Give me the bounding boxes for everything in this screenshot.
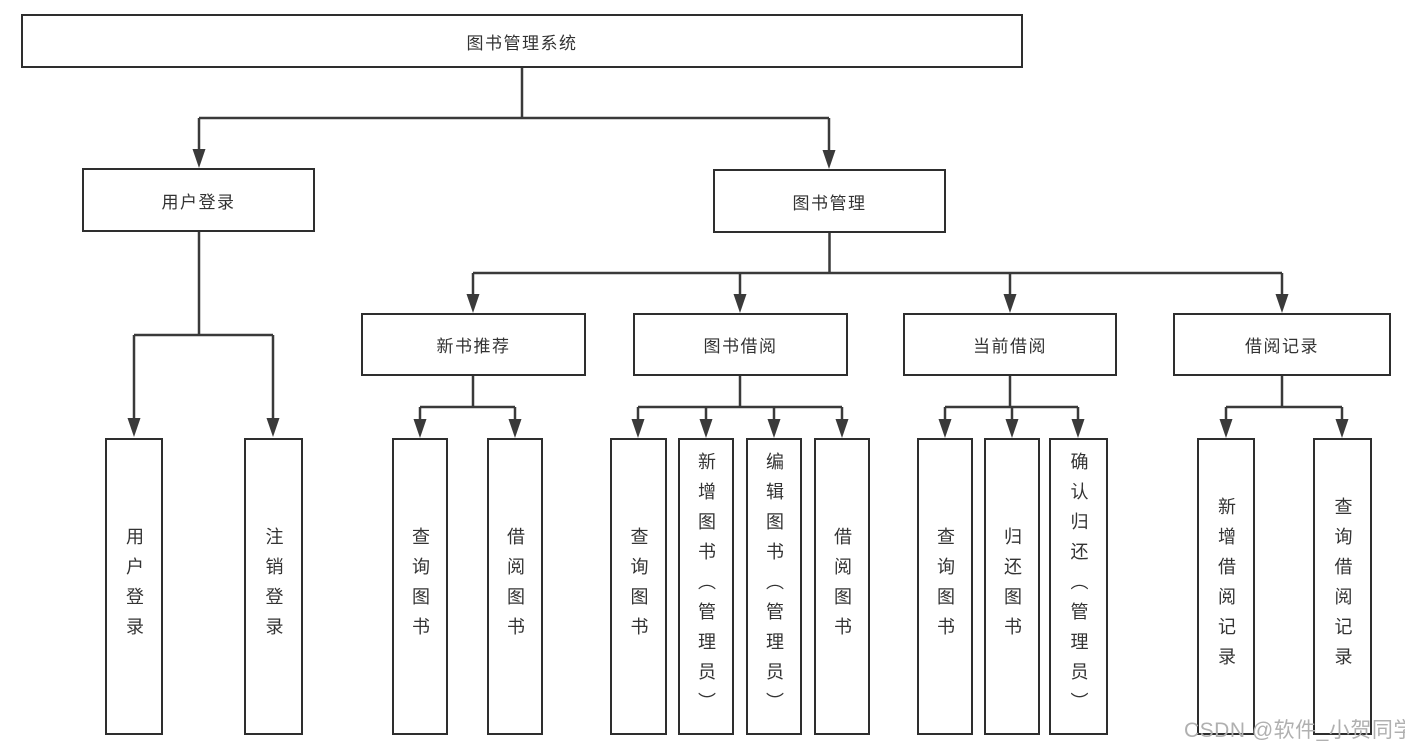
leaf-recommend-query-books: 查询图书 xyxy=(392,438,448,735)
leaf-label: 确认归还（管理员） xyxy=(1068,451,1089,722)
leaf-label: 用户登录 xyxy=(124,526,144,647)
leaf-query-borrow-record: 查询借阅记录 xyxy=(1313,438,1372,735)
leaf-label: 查询图书 xyxy=(628,526,649,647)
node-library-system: 图书管理系统 xyxy=(21,14,1023,68)
node-borrow-records: 借阅记录 xyxy=(1173,313,1391,376)
node-current-borrow: 当前借阅 xyxy=(903,313,1117,376)
leaf-confirm-return-admin: 确认归还（管理员） xyxy=(1049,438,1108,735)
arrowheads xyxy=(127,149,1349,438)
leaf-recommend-borrow-books: 借阅图书 xyxy=(487,438,543,735)
node-book-management: 图书管理 xyxy=(713,169,946,233)
leaf-label: 新增借阅记录 xyxy=(1216,496,1236,677)
leaf-label: 归还图书 xyxy=(1002,526,1022,647)
leaf-current-query-books: 查询图书 xyxy=(917,438,973,735)
csdn-watermark: CSDN @软件_小贺同学 xyxy=(1184,719,1405,742)
node-book-borrow: 图书借阅 xyxy=(633,313,848,376)
leaf-label: 查询图书 xyxy=(935,526,955,647)
leaf-label: 借阅图书 xyxy=(505,526,525,647)
leaf-label: 查询借阅记录 xyxy=(1332,496,1353,677)
leaf-label: 新增图书（管理员） xyxy=(696,451,716,722)
leaf-label: 注销登录 xyxy=(263,526,284,647)
leaf-add-borrow-record: 新增借阅记录 xyxy=(1197,438,1255,735)
leaf-add-books-admin: 新增图书（管理员） xyxy=(678,438,734,735)
node-user-login: 用户登录 xyxy=(82,168,315,232)
leaf-borrow-books: 借阅图书 xyxy=(814,438,870,735)
leaf-return-books: 归还图书 xyxy=(984,438,1040,735)
leaf-label: 借阅图书 xyxy=(832,526,852,647)
node-new-book-recommend: 新书推荐 xyxy=(361,313,586,376)
leaf-label: 编辑图书（管理员） xyxy=(764,451,784,722)
leaf-user-login: 用户登录 xyxy=(105,438,163,735)
leaf-borrow-query-books: 查询图书 xyxy=(610,438,667,735)
leaf-logout: 注销登录 xyxy=(244,438,303,735)
leaf-label: 查询图书 xyxy=(410,526,430,647)
leaf-edit-books-admin: 编辑图书（管理员） xyxy=(746,438,802,735)
